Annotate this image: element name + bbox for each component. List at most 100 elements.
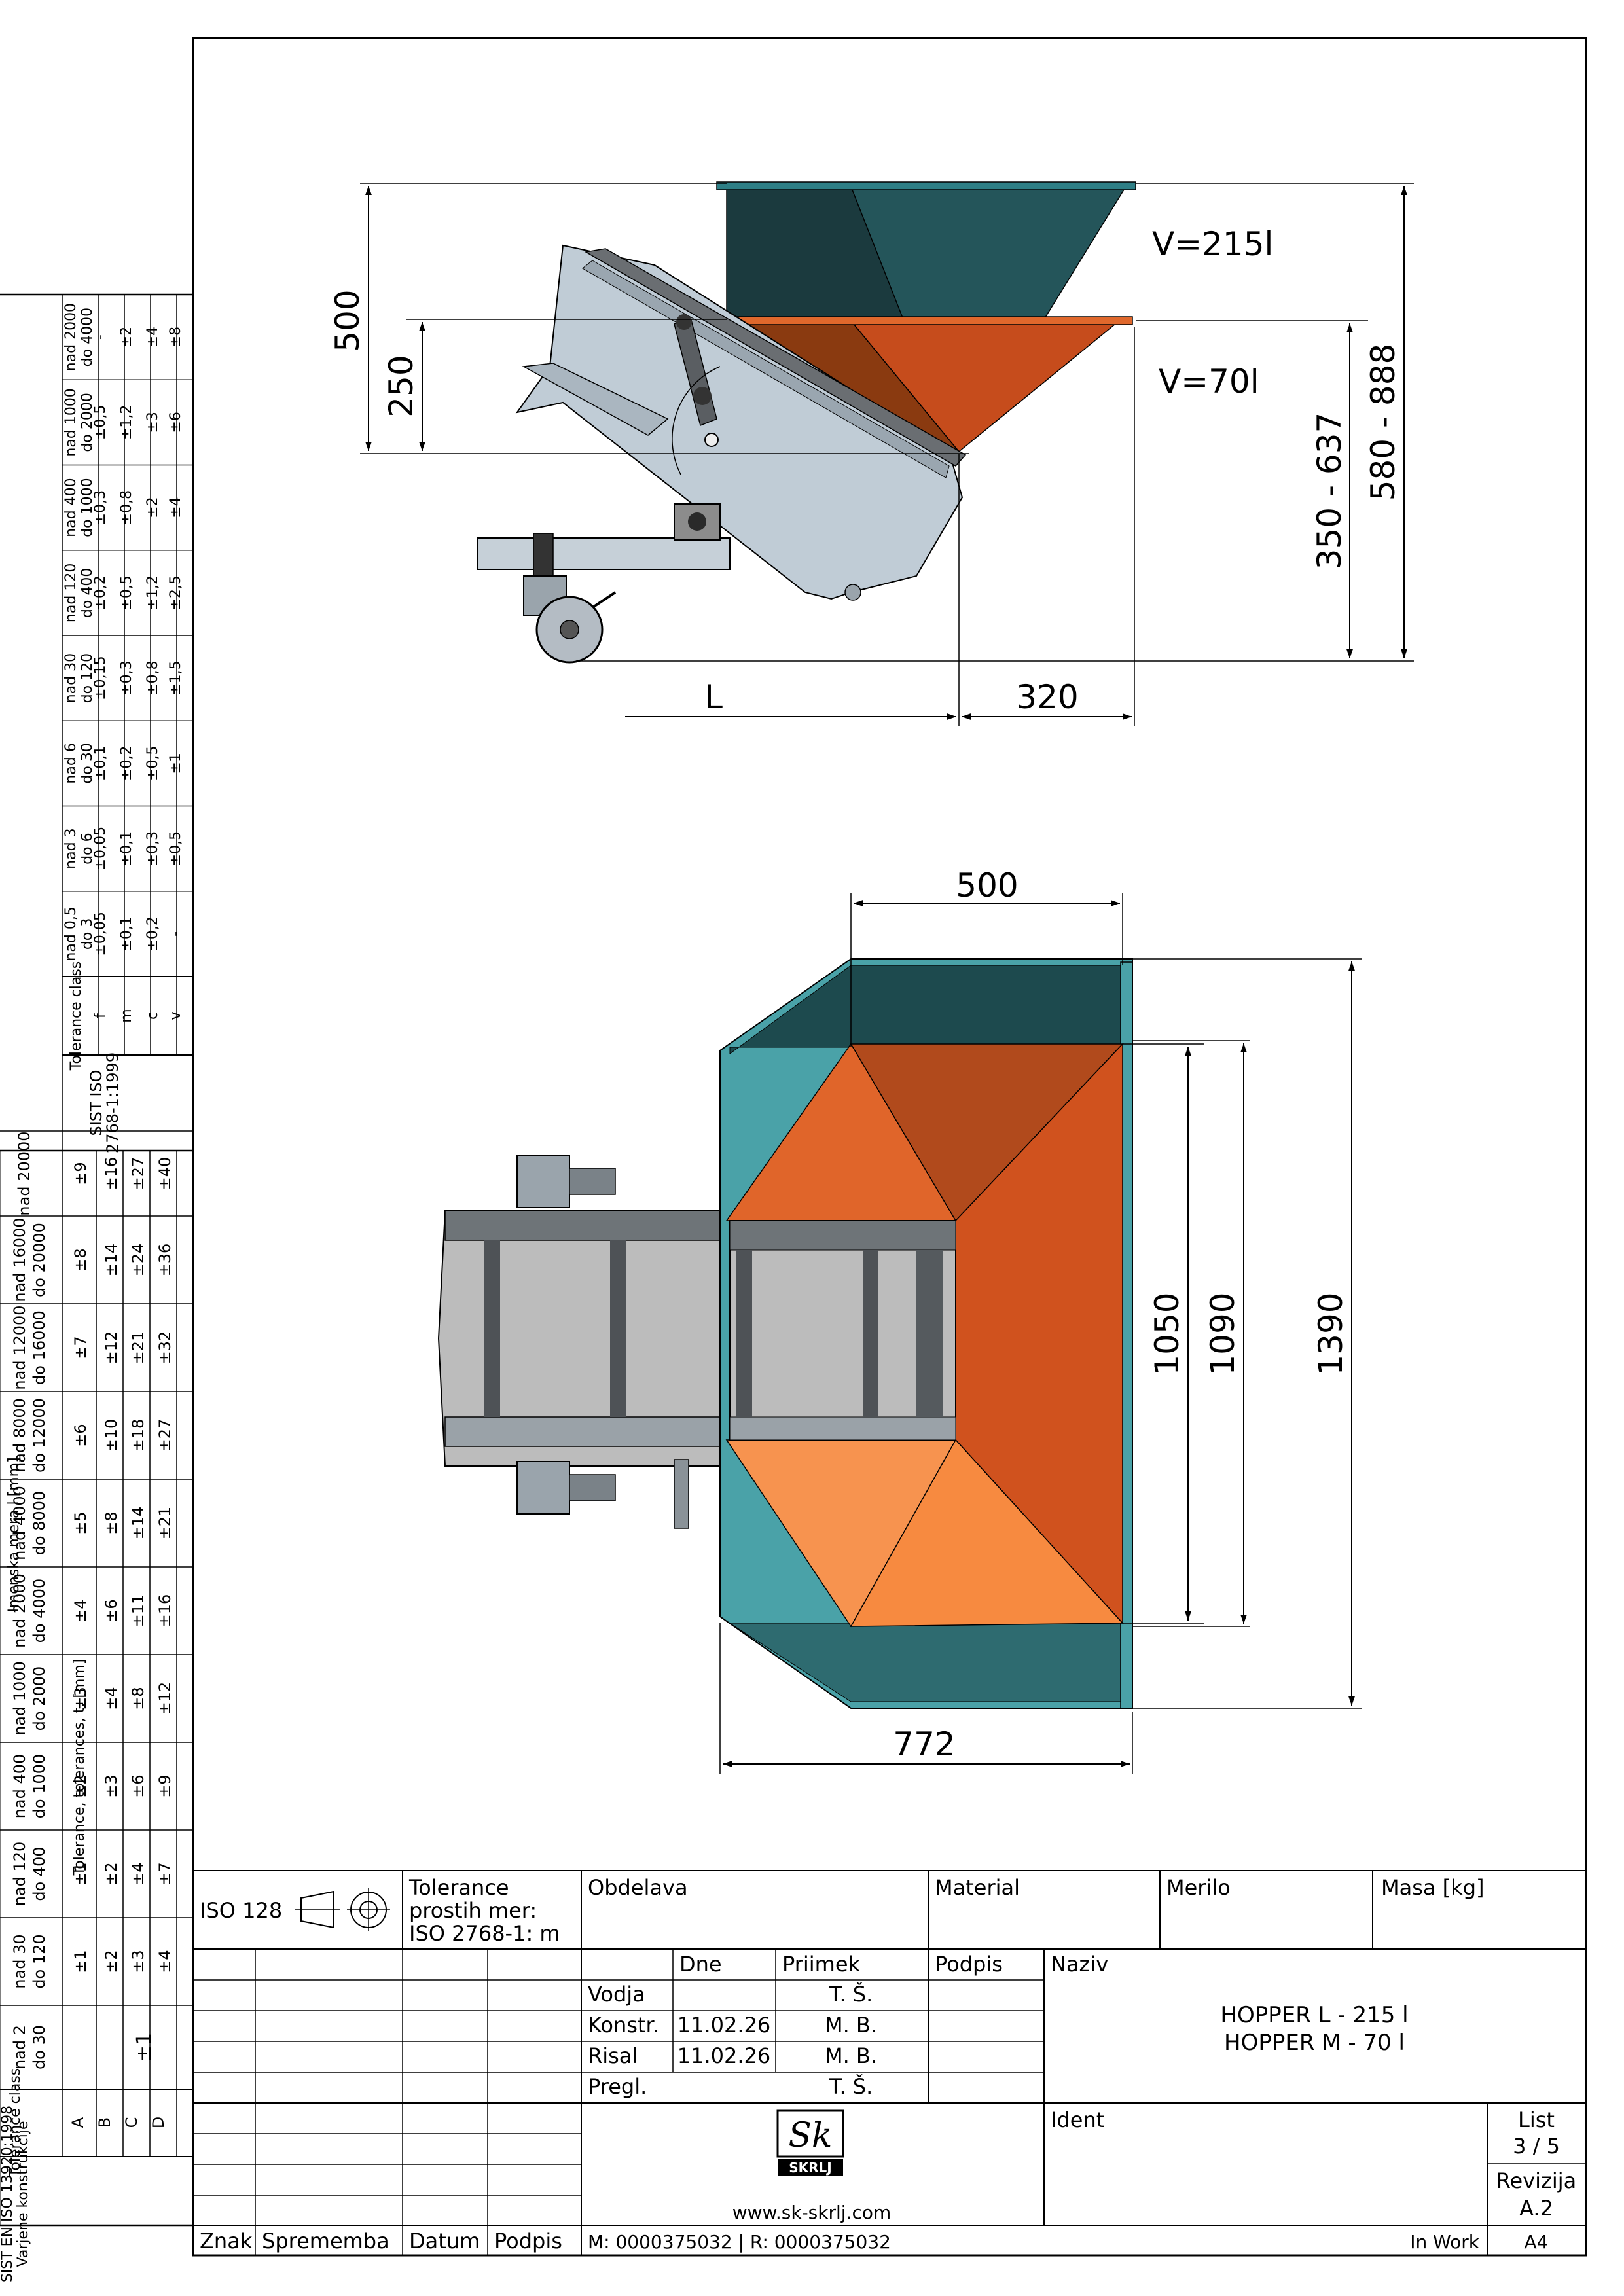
welded-range-8-b: do 16000 bbox=[30, 1310, 48, 1385]
volume-small-label: V=70l bbox=[1159, 363, 1259, 401]
welded-cell-C-10: ±27 bbox=[129, 1157, 147, 1191]
document-status: In Work bbox=[1410, 2231, 1480, 2253]
conveyor-inner-rail-lower bbox=[729, 1416, 956, 1441]
welded-cell-C-3: ±6 bbox=[129, 1774, 147, 1797]
general-cell-c-0: ±0,2 bbox=[145, 916, 161, 951]
general-cell-c-7: ±4 bbox=[145, 327, 161, 348]
general-cell-c-6: ±3 bbox=[145, 412, 161, 433]
welded-range-10: nad 20000 bbox=[15, 1131, 33, 1215]
welded-range-2: nad 120 bbox=[10, 1842, 29, 1907]
welded-range-1: nad 30 bbox=[10, 1934, 29, 1988]
general-range-4: nad 120 bbox=[63, 564, 79, 622]
date-konstr: 11.02.26 bbox=[677, 2013, 771, 2037]
conveyor-inner-rail-upper bbox=[729, 1220, 956, 1251]
general-std-line2: 2768-1:1999 bbox=[103, 1052, 122, 1153]
general-class-c: c bbox=[145, 1012, 161, 1020]
bearing-hole bbox=[688, 512, 706, 531]
caster-hub bbox=[560, 620, 579, 639]
general-range-0: nad 0,5 bbox=[63, 906, 79, 961]
general-cell-v-3: ±1,5 bbox=[168, 660, 184, 695]
title-block: ISO 128 Tolerance prostih mer: ISO 2768-… bbox=[193, 1870, 1586, 2255]
welded-range-9: nad 16000 bbox=[10, 1217, 29, 1302]
pivot-bolt-lower bbox=[693, 387, 712, 405]
conveyor-head-roller bbox=[916, 1250, 943, 1417]
date-risal: 11.02.26 bbox=[677, 2043, 771, 2068]
welded-range-6: nad 4000 bbox=[10, 1486, 29, 1560]
welded-class-A: A bbox=[69, 2117, 87, 2128]
general-range-3: nad 30 bbox=[63, 653, 79, 703]
general-std-line1: SIST ISO bbox=[87, 1069, 105, 1136]
general-cell-m-0: ±0,1 bbox=[118, 916, 135, 951]
general-class-m: m bbox=[118, 1009, 135, 1022]
general-cell-c-5: ±2 bbox=[145, 497, 161, 518]
welded-range-4-b: do 2000 bbox=[30, 1666, 48, 1731]
general-cell-m-2: ±0,2 bbox=[118, 746, 135, 781]
welded-cell-D-10: ±40 bbox=[156, 1157, 174, 1191]
welded-cell-A-7: ±6 bbox=[71, 1424, 90, 1446]
welded-cell-C-6: ±14 bbox=[129, 1507, 147, 1540]
welded-cell-C-8: ±21 bbox=[129, 1331, 147, 1365]
welded-range-5: nad 2000 bbox=[10, 1573, 29, 1648]
dim-side-350-637: 350 - 637 bbox=[1310, 412, 1348, 570]
general-range-6-b: do 2000 bbox=[79, 393, 96, 452]
welded-range-3: nad 400 bbox=[10, 1754, 29, 1819]
welded-header-sub: Tolerance, tolerances, t, [mm] bbox=[71, 1659, 88, 1876]
motor-bracket-upper bbox=[516, 1155, 570, 1208]
conveyor-roller bbox=[844, 584, 861, 601]
welded-cell-B-8: ±12 bbox=[102, 1331, 120, 1365]
welded-class-D: D bbox=[149, 2117, 168, 2128]
welded-cell-B-2: ±2 bbox=[102, 1862, 120, 1885]
welded-header-main: Imenska mera l [mm] bbox=[6, 1457, 22, 1612]
general-class-v: v bbox=[168, 1011, 184, 1020]
name-vodja: T. Š. bbox=[829, 1981, 873, 2007]
rev-col-znak: Znak bbox=[200, 2229, 253, 2253]
revizija-label: Revizija bbox=[1496, 2168, 1577, 2193]
conveyor-chute bbox=[522, 363, 669, 436]
general-cell-v-7: ±8 bbox=[168, 327, 184, 348]
logo-text: SKRLJ bbox=[789, 2160, 832, 2176]
welded-cell-A-1: ±1 bbox=[71, 1950, 90, 1973]
conveyor-cleat-3 bbox=[736, 1250, 752, 1417]
list-value: 3 / 5 bbox=[1513, 2134, 1560, 2159]
welded-range-0-b: do 30 bbox=[30, 2025, 48, 2070]
hopper-small-rim bbox=[726, 316, 1133, 325]
general-range-7: nad 2000 bbox=[63, 303, 79, 371]
list-label: List bbox=[1518, 2108, 1555, 2132]
general-cell-f-4: ±0,2 bbox=[92, 575, 109, 610]
doc-numbers: M: 0000375032 | R: 0000375032 bbox=[588, 2231, 891, 2253]
hopper-large-rim bbox=[716, 181, 1136, 190]
ident-label: Ident bbox=[1051, 2108, 1104, 2132]
welded-range-7: nad 8000 bbox=[10, 1398, 29, 1473]
drawing-title-line1: HOPPER L - 215 l bbox=[1220, 2002, 1408, 2028]
dim-top-1390: 1390 bbox=[1312, 1292, 1350, 1375]
welded-std-line1: SIST EN ISO 13920:1998 bbox=[0, 2106, 16, 2282]
welded-cell-A-4: ±3 bbox=[71, 1687, 90, 1710]
general-cell-v-1: ±0,5 bbox=[168, 831, 184, 866]
dim-side-580-888: 580 - 888 bbox=[1364, 344, 1402, 501]
role-pregl: Pregl. bbox=[588, 2074, 647, 2099]
company-logo: Sk SKRLJ bbox=[776, 2109, 844, 2176]
adjust-arc bbox=[672, 366, 721, 475]
general-range-4-b: do 400 bbox=[79, 568, 96, 618]
welded-cell-B-4: ±4 bbox=[102, 1687, 120, 1710]
welded-cell-D-9: ±36 bbox=[156, 1244, 174, 1277]
dim-side-250: 250 bbox=[382, 355, 420, 417]
conveyor-belt-strip bbox=[584, 248, 967, 467]
welded-range-1-b: do 120 bbox=[30, 1934, 48, 1988]
welded-cell-A-2: ±1 bbox=[71, 1862, 90, 1885]
welded-cell-A-8: ±7 bbox=[71, 1336, 90, 1359]
dim-side-500: 500 bbox=[329, 289, 367, 351]
conveyor-cleat-2 bbox=[610, 1240, 626, 1417]
general-cell-v-4: ±2,5 bbox=[168, 575, 184, 610]
welded-cell-C-1: ±3 bbox=[129, 1950, 147, 1973]
welded-cell-C-9: ±24 bbox=[129, 1244, 147, 1277]
general-range-3-b: do 120 bbox=[79, 653, 96, 703]
general-cell-c-1: ±0,3 bbox=[145, 831, 161, 866]
welded-range-3-b: do 1000 bbox=[30, 1754, 48, 1819]
welded-cell-A-10: ±9 bbox=[71, 1162, 90, 1185]
rev-col-podpis: Podpis bbox=[494, 2229, 562, 2253]
welded-class-C: C bbox=[122, 2117, 141, 2128]
company-website[interactable]: www.sk-skrlj.com bbox=[732, 2202, 892, 2223]
welded-cell-B-9: ±14 bbox=[102, 1244, 120, 1277]
